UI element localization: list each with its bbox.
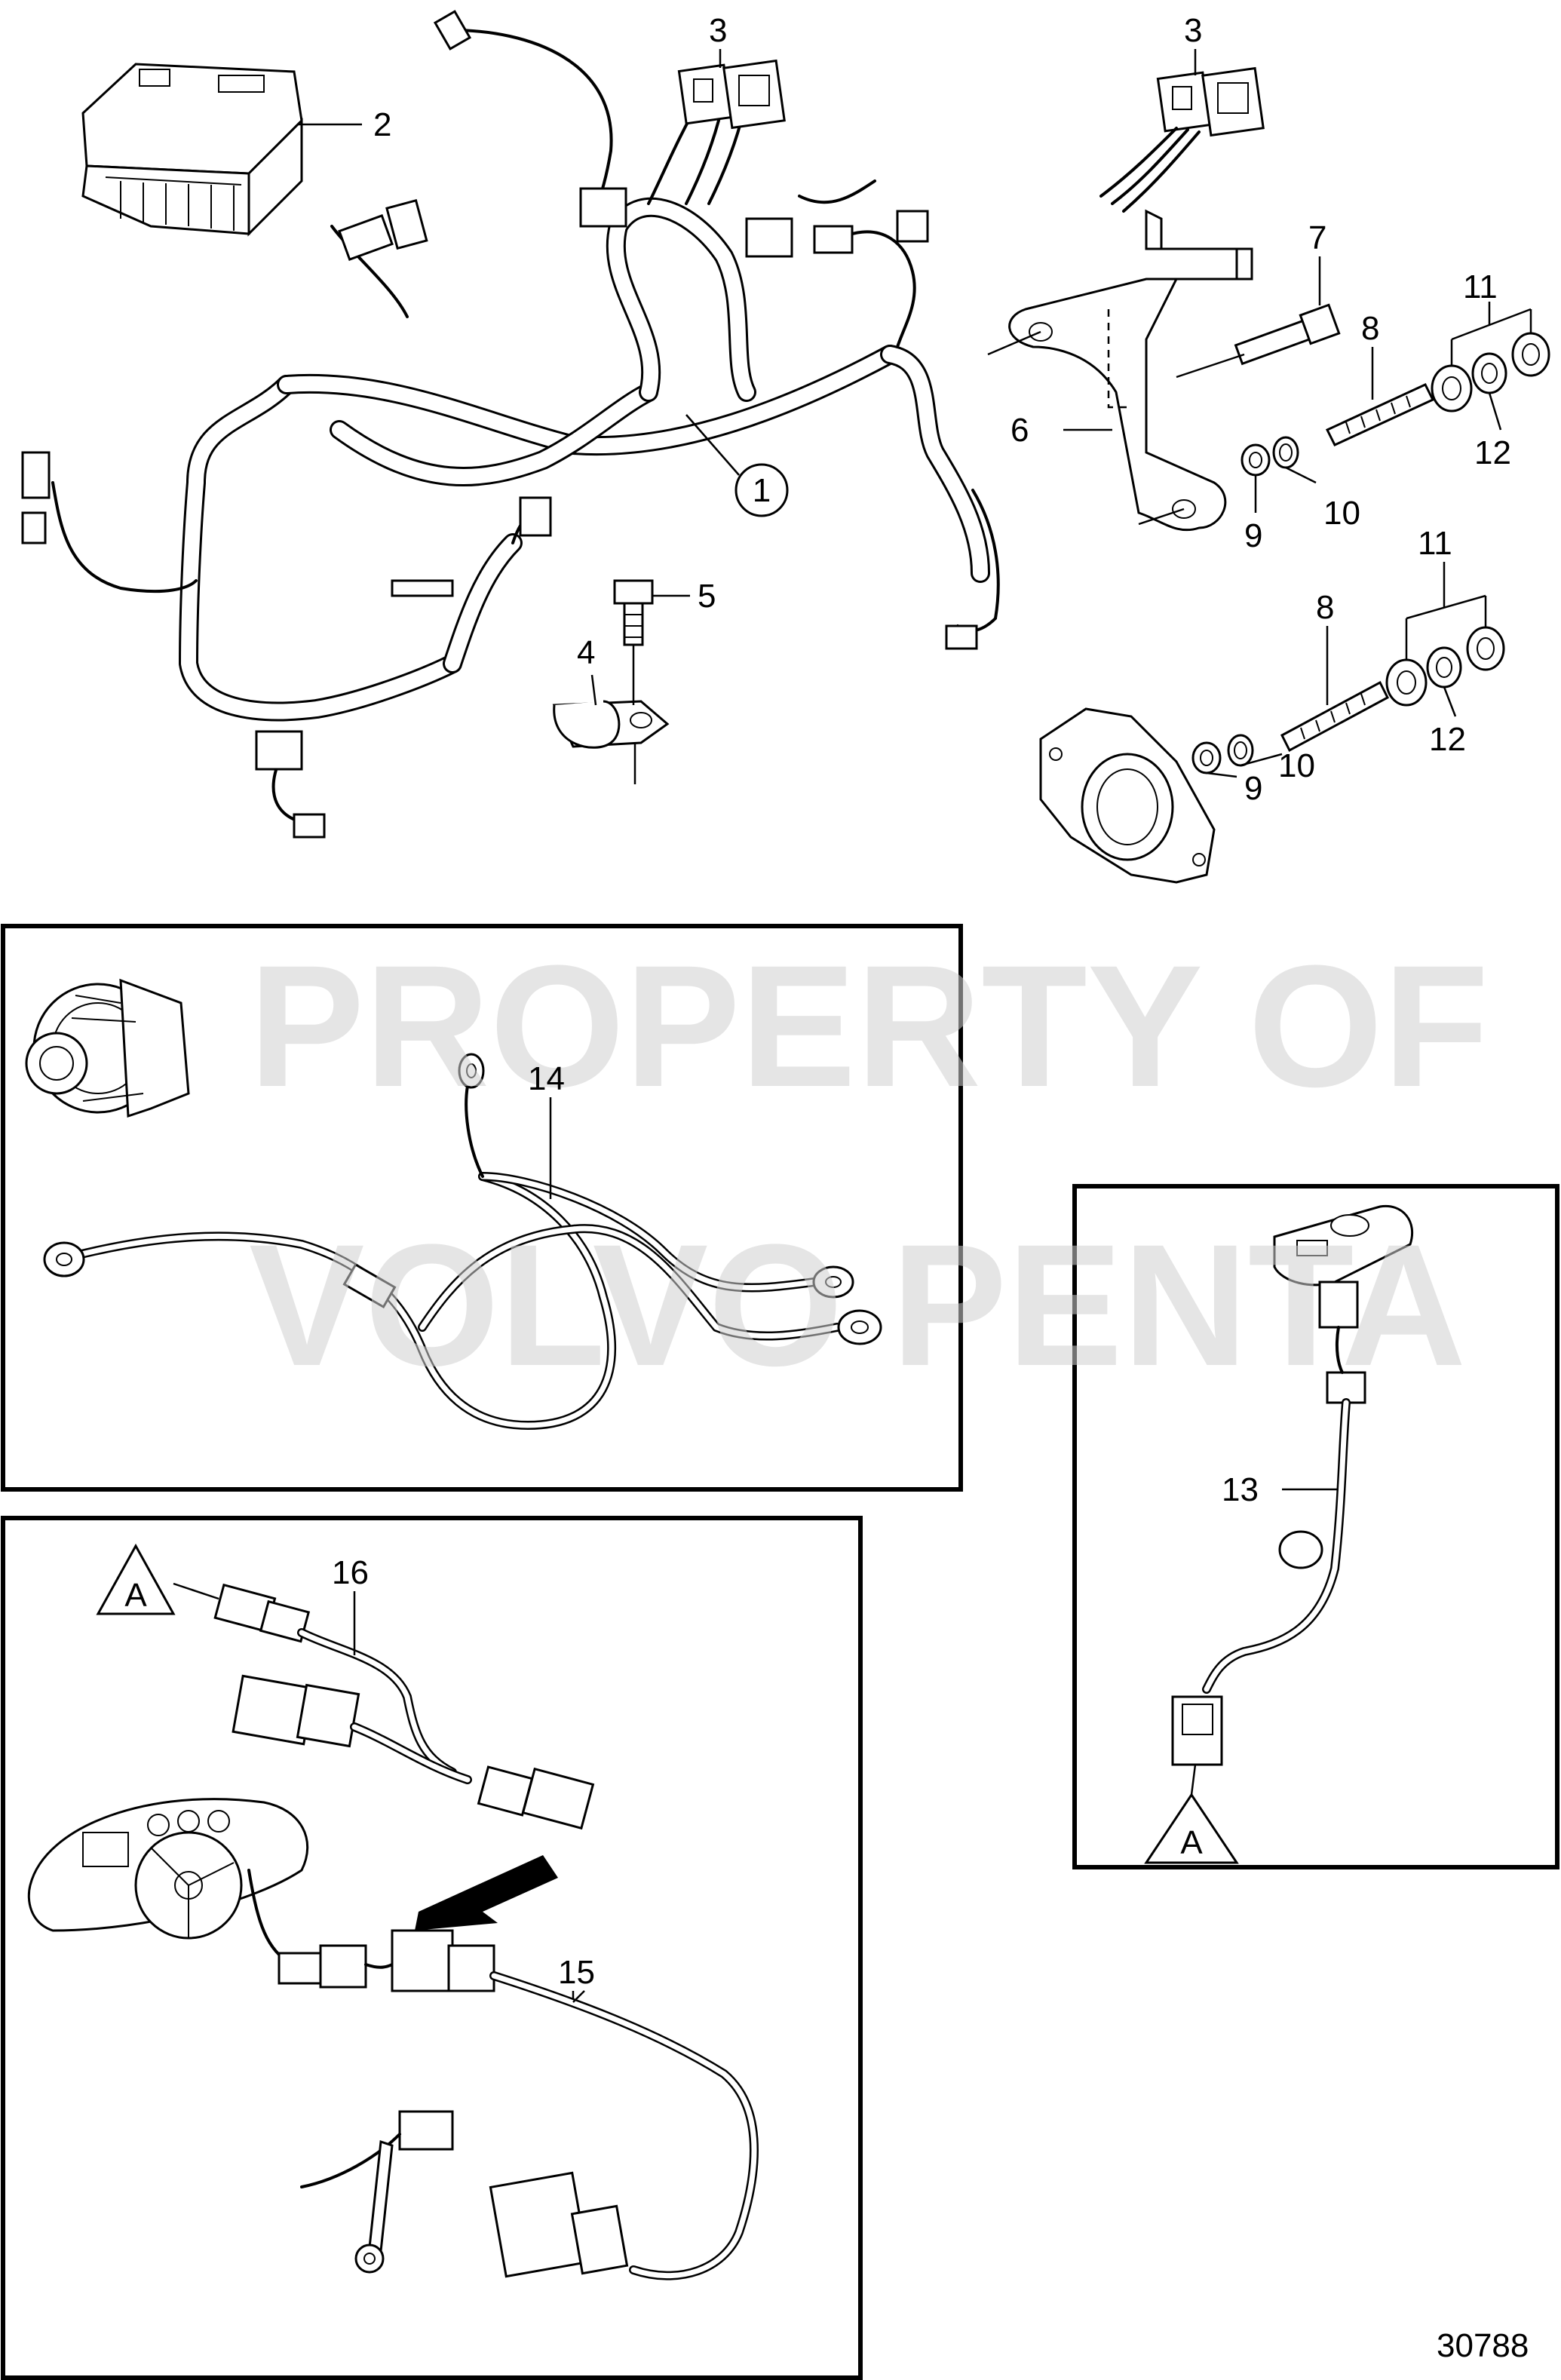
key-switch-harness-frame bbox=[1072, 1184, 1559, 1869]
svg-text:11: 11 bbox=[1463, 268, 1498, 305]
svg-text:A: A bbox=[1180, 1824, 1203, 1861]
engine-wiring-harness bbox=[21, 10, 1000, 839]
svg-text:9: 9 bbox=[1244, 517, 1262, 554]
svg-text:6: 6 bbox=[1011, 412, 1029, 449]
callout-4: 4 bbox=[577, 634, 597, 706]
callout-10-lower: 10 bbox=[1240, 747, 1315, 784]
watermark-line-1: PROPERTY OF bbox=[249, 929, 1489, 1123]
svg-text:10: 10 bbox=[1323, 495, 1360, 532]
callout-11-lower: 11 bbox=[1405, 525, 1487, 660]
callout-6: 6 bbox=[1011, 412, 1112, 449]
bracket-bolt bbox=[1176, 303, 1341, 379]
svg-text:3: 3 bbox=[709, 12, 727, 49]
svg-text:8: 8 bbox=[1361, 310, 1379, 347]
svg-text:10: 10 bbox=[1278, 747, 1315, 784]
callout-13: 13 bbox=[1222, 1471, 1339, 1508]
callout-7: 7 bbox=[1308, 219, 1326, 305]
alternator bbox=[25, 978, 190, 1118]
connection-marker-a-bottom: A bbox=[1144, 1764, 1239, 1864]
svg-text:2: 2 bbox=[373, 106, 391, 143]
callout-5: 5 bbox=[652, 578, 716, 615]
alternator-cable-set bbox=[43, 1053, 882, 1431]
adapter-harness bbox=[213, 1583, 595, 1830]
callout-9-lower: 9 bbox=[1206, 770, 1262, 807]
connection-marker-a-top: A bbox=[96, 1543, 219, 1615]
svg-text:8: 8 bbox=[1316, 589, 1334, 626]
callout-10-upper: 10 bbox=[1285, 466, 1360, 532]
callout-3-right: 3 bbox=[1184, 12, 1202, 75]
callout-12-lower: 12 bbox=[1429, 686, 1466, 758]
svg-text:3: 3 bbox=[1184, 12, 1202, 49]
alternator-cable-frame bbox=[1, 924, 963, 1492]
svg-text:4: 4 bbox=[577, 634, 595, 671]
direction-arrow bbox=[415, 1855, 558, 1931]
svg-text:13: 13 bbox=[1222, 1471, 1259, 1508]
callout-8-lower: 8 bbox=[1316, 589, 1334, 705]
callout-8-upper: 8 bbox=[1361, 310, 1379, 400]
instrument-harness-frame bbox=[1, 1516, 863, 2380]
callout-14: 14 bbox=[528, 1060, 565, 1199]
key-switch-panel bbox=[1171, 1204, 1414, 1766]
instrument-harness bbox=[247, 1869, 759, 2280]
svg-text:16: 16 bbox=[332, 1554, 369, 1591]
watermark-line-2: VOLVO PENTA bbox=[249, 1208, 1466, 1402]
svg-text:7: 7 bbox=[1308, 219, 1326, 256]
svg-text:A: A bbox=[124, 1577, 147, 1614]
drawing-number: 30788 bbox=[1437, 2327, 1529, 2364]
control-unit-box bbox=[81, 63, 303, 237]
callout-1: 1 bbox=[685, 414, 789, 517]
multi-pin-connector-right bbox=[1099, 66, 1265, 213]
callout-12-upper: 12 bbox=[1474, 392, 1511, 471]
clamp-bolt bbox=[613, 579, 654, 705]
svg-text:5: 5 bbox=[698, 578, 716, 615]
svg-text:15: 15 bbox=[558, 1954, 595, 1991]
cable-clamp bbox=[552, 700, 670, 784]
svg-text:1: 1 bbox=[753, 472, 771, 509]
callout-3-left: 3 bbox=[709, 12, 727, 68]
callout-11-upper: 11 bbox=[1450, 268, 1532, 366]
svg-text:14: 14 bbox=[528, 1060, 565, 1097]
flywheel-housing bbox=[1039, 707, 1216, 884]
callout-16: 16 bbox=[332, 1554, 369, 1655]
stud-assembly-lower bbox=[1191, 626, 1505, 774]
multi-pin-connector-left bbox=[677, 59, 786, 130]
svg-text:11: 11 bbox=[1418, 525, 1452, 562]
svg-text:9: 9 bbox=[1244, 770, 1262, 807]
instrument-panel bbox=[27, 1798, 309, 1940]
callout-2: 2 bbox=[298, 106, 391, 143]
mounting-bracket bbox=[987, 209, 1253, 532]
callout-9-upper: 9 bbox=[1244, 475, 1262, 554]
svg-text:12: 12 bbox=[1474, 434, 1511, 471]
svg-text:12: 12 bbox=[1429, 721, 1466, 758]
callout-15: 15 bbox=[558, 1954, 595, 2003]
stud-assembly-upper bbox=[1241, 332, 1550, 477]
